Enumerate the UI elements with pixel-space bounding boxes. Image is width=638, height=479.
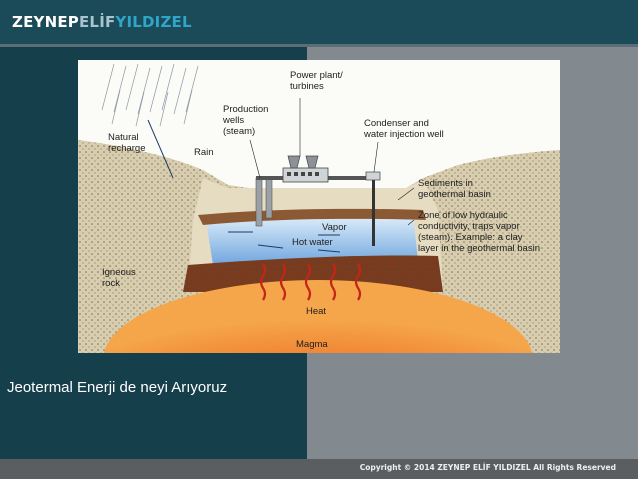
label-production-3: (steam) (223, 126, 255, 137)
label-rain: Rain (194, 147, 214, 158)
hot-rock-texture (183, 255, 443, 292)
label-zone-3: (steam). Example: a clay (418, 232, 523, 243)
label-sediments-2: geothermal basin (418, 189, 491, 200)
rain-lines (101, 63, 199, 127)
production-well (255, 177, 263, 227)
plant-windows (287, 172, 319, 176)
label-hot-water: Hot water (292, 237, 333, 248)
production-well-2 (265, 177, 273, 219)
header-bar: ZEYNEPELİFYILDIZEL (0, 0, 638, 47)
magma-body (103, 280, 533, 353)
brand-name-first: ZEYNEP (12, 13, 79, 31)
label-power-plant: Power plant/ (290, 70, 343, 81)
turbine-right (305, 155, 319, 169)
label-zone-4: layer in the geothermal basin (418, 243, 540, 254)
injection-well (372, 178, 375, 246)
slide-caption: Jeotermal Enerji de neyi Arıyoruz (7, 379, 228, 396)
flow-arrows (147, 119, 341, 253)
copyright-text: Copyright © 2014 ZEYNEP ELİF YILDIZEL Al… (359, 463, 616, 472)
clay-layer (198, 208, 426, 225)
heat-waves (259, 263, 362, 301)
label-condenser-2: water injection well (363, 129, 444, 140)
geothermal-diagram-svg: Power plant/ turbines Production wells (… (78, 60, 560, 353)
label-zone-2: conductivity, traps vapor (418, 221, 520, 232)
label-igneous-2: rock (102, 278, 120, 289)
label-zone: Zone of low hydraulic (418, 210, 508, 221)
label-natural-2: recharge (108, 143, 146, 154)
power-plant (282, 167, 329, 183)
label-igneous: Igneous (102, 267, 136, 278)
brand-logo: ZEYNEPELİFYILDIZEL (12, 13, 192, 31)
brand-name-middle: ELİF (78, 13, 116, 31)
brand-name-last: YILDIZEL (115, 13, 192, 31)
label-heat: Heat (306, 306, 326, 317)
geothermal-diagram: Power plant/ turbines Production wells (… (78, 60, 560, 353)
label-power-plant-2: turbines (290, 81, 324, 92)
label-natural: Natural (108, 132, 139, 143)
leader-lines (249, 98, 415, 226)
turbine-left (287, 155, 301, 169)
water-zone (206, 215, 418, 265)
condenser (365, 171, 381, 181)
label-magma: Magma (296, 339, 328, 350)
label-production-2: wells (222, 115, 244, 126)
label-condenser: Condenser and (364, 118, 429, 129)
label-sediments: Sediments in (418, 178, 473, 189)
footer-bar: Copyright © 2014 ZEYNEP ELİF YILDIZEL Al… (0, 459, 638, 479)
label-vapor: Vapor (322, 222, 347, 233)
label-production: Production (223, 104, 268, 115)
